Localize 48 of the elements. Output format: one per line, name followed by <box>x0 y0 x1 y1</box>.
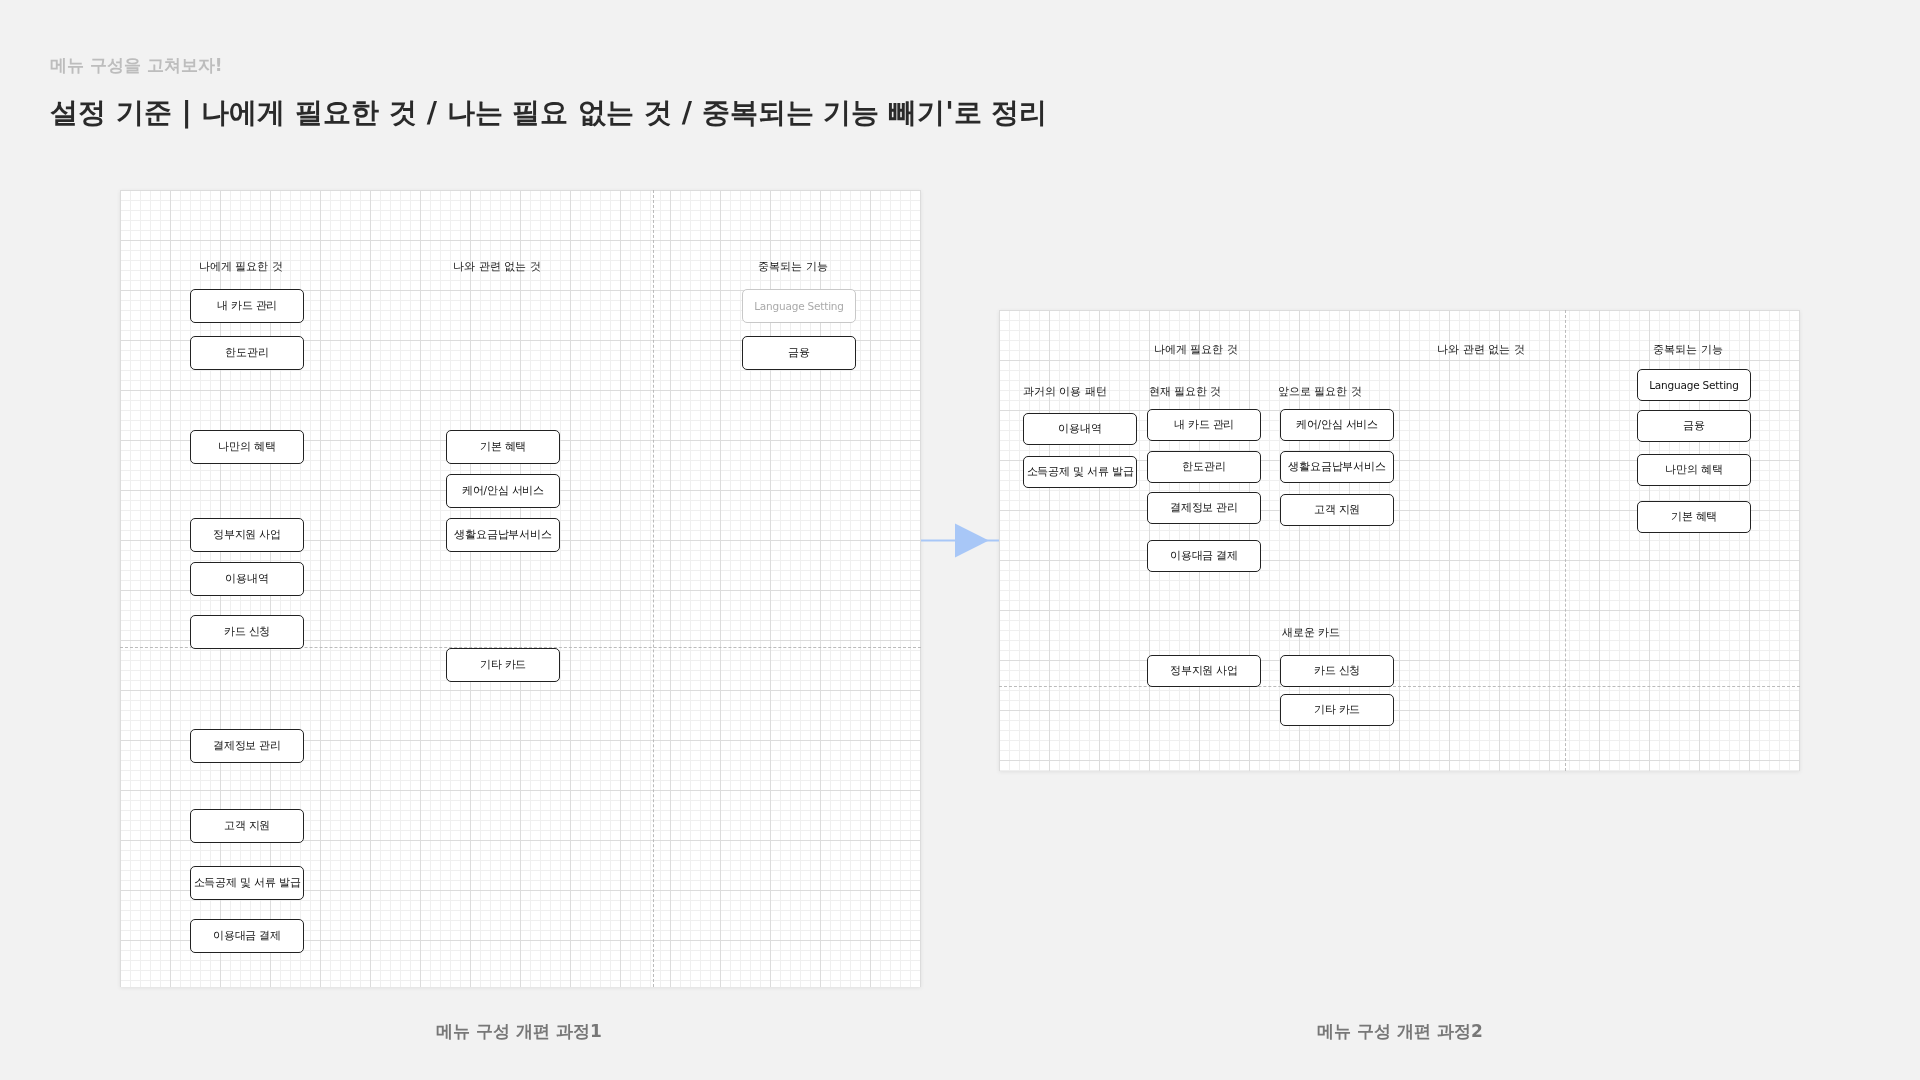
menu-item-box: 이용대금 결제 <box>190 919 304 953</box>
menu-item-box: 기타 카드 <box>1280 694 1394 726</box>
menu-item-box: 소득공제 및 서류 발급 <box>1023 456 1137 488</box>
column-heading: 과거의 이용 패턴 <box>1023 385 1107 399</box>
column-heading: 앞으로 필요한 것 <box>1278 385 1362 399</box>
menu-item-box: 소득공제 및 서류 발급 <box>190 866 304 900</box>
menu-item-box: 내 카드 관리 <box>1147 409 1261 441</box>
menu-item-box: 카드 신청 <box>190 615 304 649</box>
menu-item-box: 한도관리 <box>1147 451 1261 483</box>
menu-item-box: 이용대금 결제 <box>1147 540 1261 572</box>
column-heading: 현재 필요한 것 <box>1148 385 1222 399</box>
menu-item-box: 나만의 혜택 <box>190 430 304 464</box>
menu-item-box: 한도관리 <box>190 336 304 370</box>
menu-item-box: 기본 혜택 <box>1637 501 1751 533</box>
column-heading: 나에게 필요한 것 <box>1154 343 1238 357</box>
page-title: 설정 기준 | 나에게 필요한 것 / 나는 필요 없는 것 / 중복되는 기능 빼기'로 정리 <box>50 95 1048 131</box>
menu-item-box: 고객 지원 <box>1280 494 1394 526</box>
grid-canvas <box>999 310 1800 771</box>
column-heading: 나와 관련 없는 것 <box>1437 343 1525 357</box>
column-heading: 나에게 필요한 것 <box>199 260 283 274</box>
menu-item-box: 고객 지원 <box>190 809 304 843</box>
menu-item-box: 내 카드 관리 <box>190 289 304 323</box>
menu-item-box: 정부지원 사업 <box>190 518 304 552</box>
menu-item-box: 카드 신청 <box>1280 655 1394 687</box>
grid-canvas <box>120 190 921 987</box>
menu-item-box: 케어/안심 서비스 <box>446 474 560 508</box>
menu-item-box: 결제정보 관리 <box>190 729 304 763</box>
menu-item-box: 케어/안심 서비스 <box>1280 409 1394 441</box>
column-heading: 새로운 카드 <box>1281 626 1341 640</box>
menu-item-box: 결제정보 관리 <box>1147 492 1261 524</box>
menu-item-box: 금융 <box>1637 410 1751 442</box>
column-heading: 중복되는 기능 <box>1653 343 1723 357</box>
panel-caption: 메뉴 구성 개편 과정1 <box>436 1019 602 1043</box>
menu-item-box: 이용내역 <box>1023 413 1137 445</box>
menu-item-box: 생활요금납부서비스 <box>1280 451 1394 483</box>
arrow <box>920 523 1000 558</box>
menu-item-box: 정부지원 사업 <box>1147 655 1261 687</box>
column-heading: 중복되는 기능 <box>758 260 828 274</box>
panel-caption: 메뉴 구성 개편 과정2 <box>1317 1019 1483 1043</box>
menu-item-box: 생활요금납부서비스 <box>446 518 560 552</box>
menu-item-box: 이용내역 <box>190 562 304 596</box>
column-heading: 나와 관련 없는 것 <box>453 260 541 274</box>
menu-item-box: Language Setting <box>742 289 856 323</box>
menu-item-box: 기타 카드 <box>446 648 560 682</box>
menu-item-box: 기본 혜택 <box>446 430 560 464</box>
menu-item-box: Language Setting <box>1637 369 1751 401</box>
menu-item-box: 나만의 혜택 <box>1637 454 1751 486</box>
menu-item-box: 금융 <box>742 336 856 370</box>
